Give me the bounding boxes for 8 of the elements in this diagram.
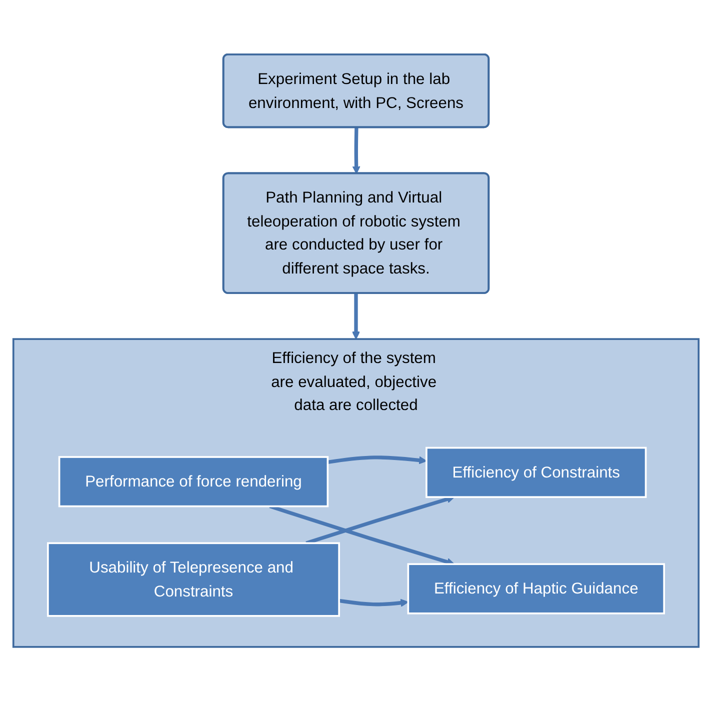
arrow <box>352 293 360 340</box>
node-box: Usability of Telepresence and Constraints <box>47 542 340 618</box>
node-box: Efficiency of Haptic Guidance <box>407 564 665 615</box>
arrow <box>352 128 360 174</box>
arrow <box>327 456 427 465</box>
arrow <box>338 599 409 608</box>
node-box: Efficiency of Constraints <box>426 447 647 498</box>
node-box: Performance of force rendering <box>58 456 329 508</box>
